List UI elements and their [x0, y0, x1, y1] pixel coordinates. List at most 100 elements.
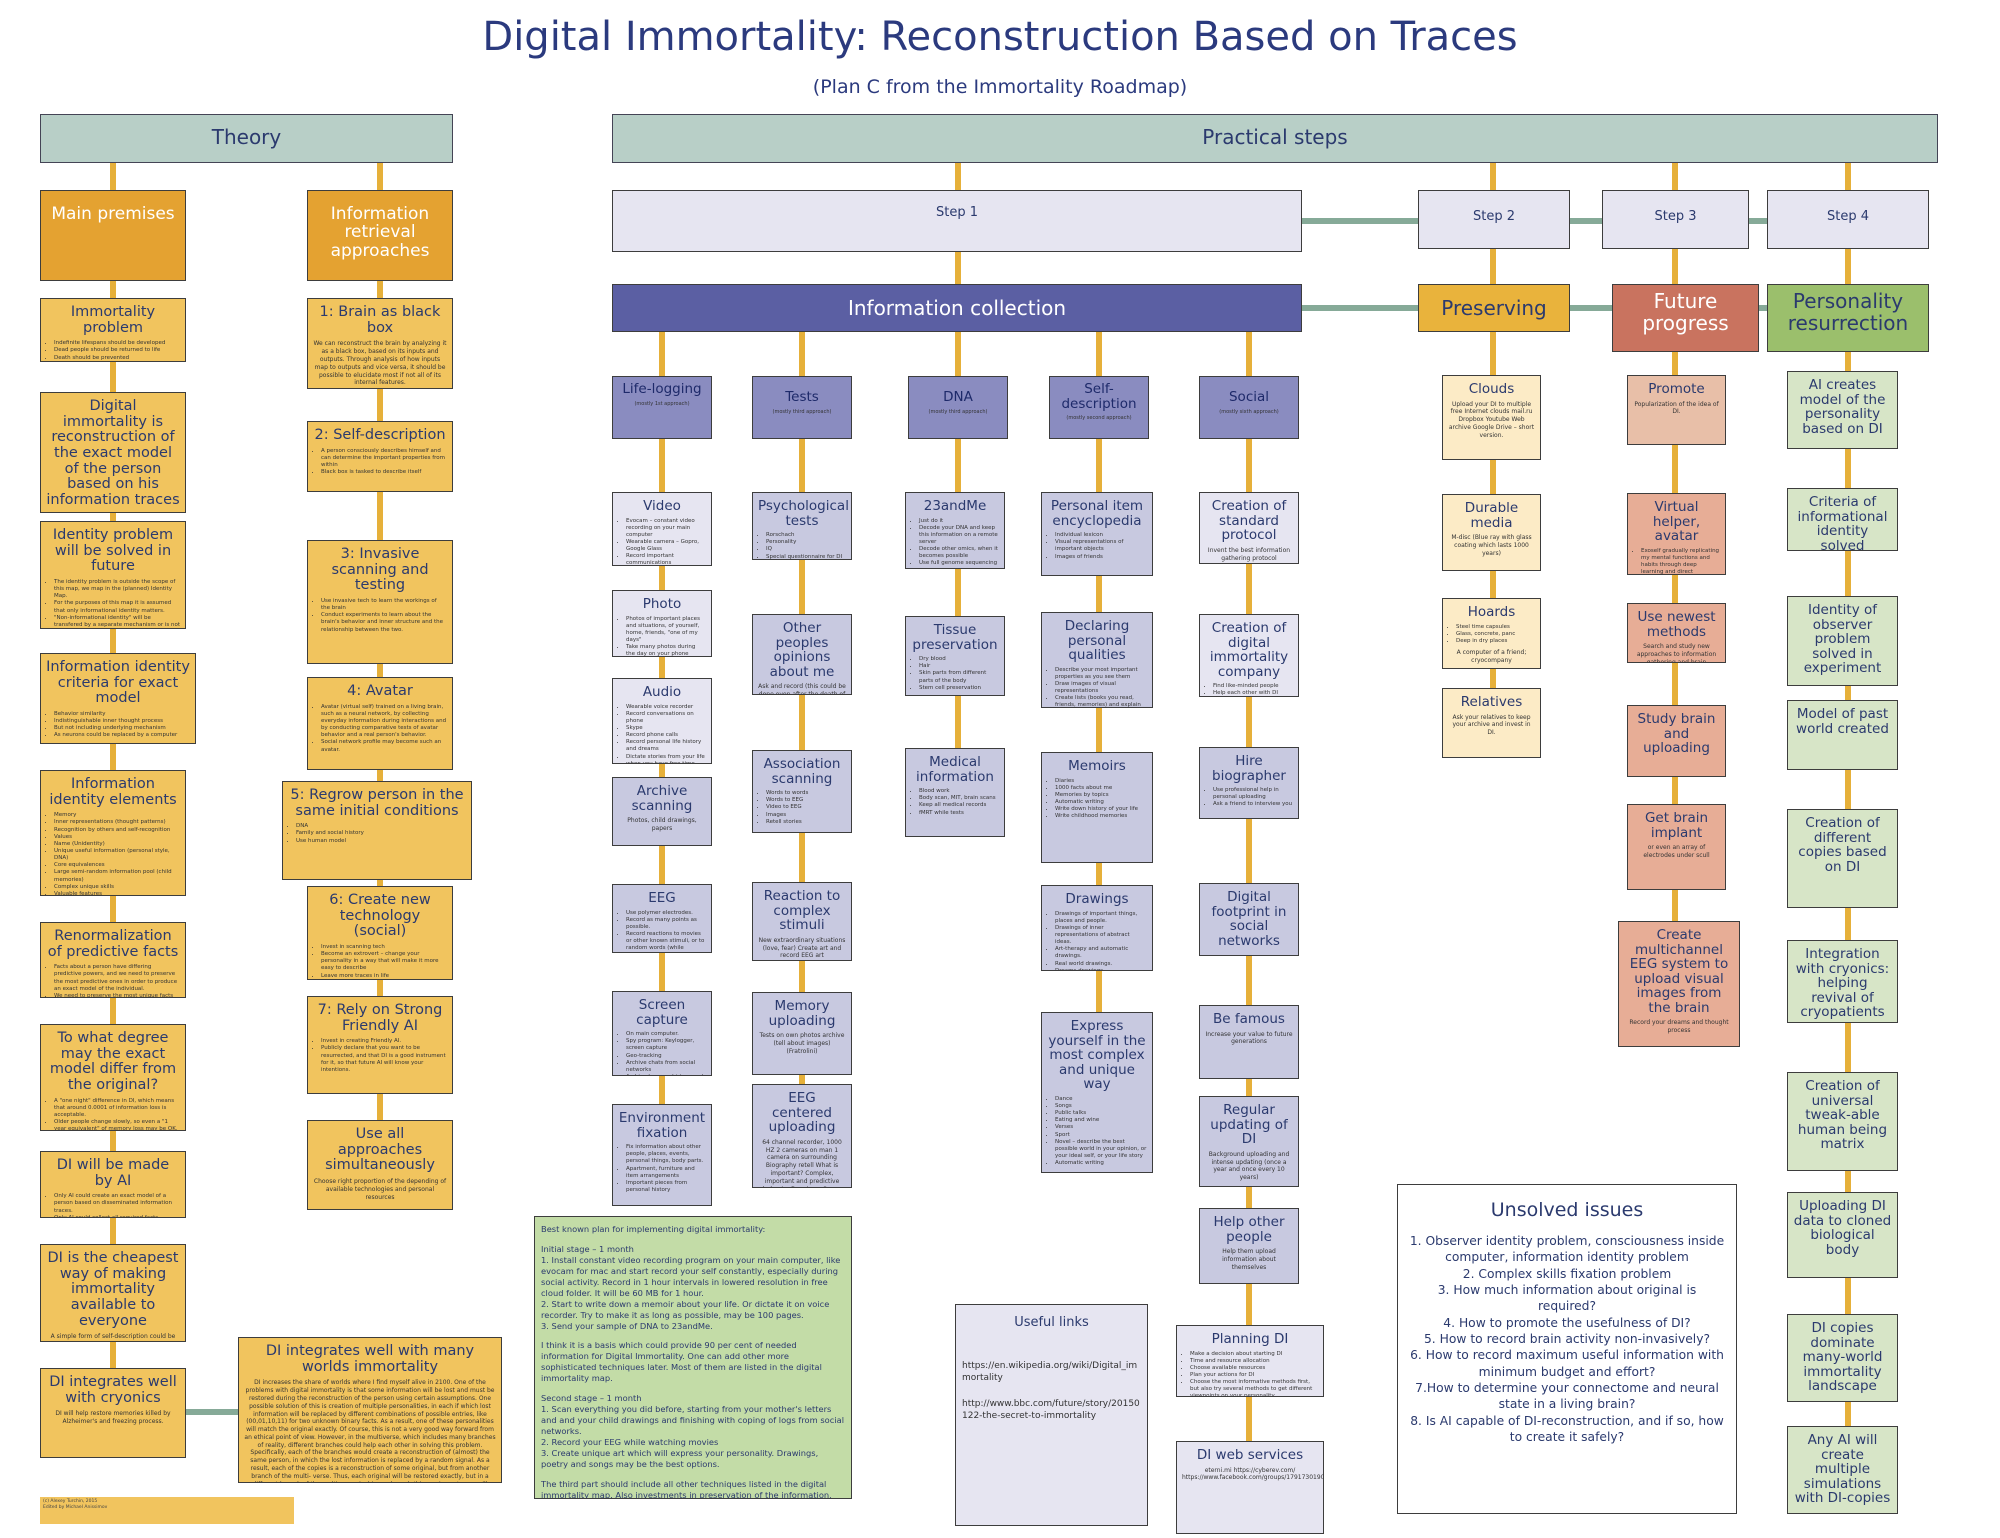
box-di-is-the-cheapest-way-of-making-immorta: DI is the cheapest way of making immorta… — [40, 1244, 186, 1342]
connector-line — [1490, 332, 1496, 375]
connector-line — [1672, 352, 1678, 375]
box-title: Study brain and uploading — [1637, 711, 1716, 757]
box-model-of-past-world-created: Model of past world created — [1787, 700, 1898, 770]
bullet-item: Keep all medical records — [919, 802, 999, 809]
box-title: Video — [643, 498, 681, 514]
box-description: Background uploading and intense updatin… — [1208, 1150, 1290, 1182]
bullet-item: Choose available resources — [1190, 1365, 1318, 1372]
bullet-item: Public talks — [1055, 1110, 1147, 1117]
page-title: Digital Immortality: Reconstruction Base… — [482, 14, 1518, 60]
bullet-item: Just do it — [919, 518, 999, 525]
unsolved-issue-item: 3. How much information about original i… — [1437, 1283, 1697, 1314]
bullet-item: IQ — [766, 546, 846, 553]
bullet-item: Help each other with DI — [1213, 690, 1293, 696]
bullet-item: Only AI could collect all required facts… — [54, 1215, 180, 1217]
box-title: 5: Regrow person in the same initial con… — [290, 787, 464, 819]
bullet-list: DNAFamily and social historyUse human mo… — [288, 823, 466, 844]
bullet-item: "Non-informational identity" will be tra… — [54, 615, 180, 628]
box-title: EEG — [648, 890, 676, 906]
category-title: Self-description — [1061, 381, 1137, 412]
box-description: Popularization of the idea of DI. — [1634, 400, 1719, 416]
unsolved-issue-item: 4. How to promote the usefulness of DI? — [1443, 1315, 1691, 1330]
category-life-logging: Life-logging(mostly 1st approach) — [612, 376, 712, 439]
box-description: Record your dreams and thought process — [1629, 1019, 1729, 1035]
box-2-self-description: 2: Self-descriptionA person consciously … — [307, 421, 453, 492]
box-description: New extraordinary situations (love, fear… — [758, 936, 846, 960]
box-description: or even an array of electrodes under scu… — [1643, 844, 1710, 859]
bullet-item: Large semi-random information pool (chil… — [54, 869, 180, 883]
connector-line — [377, 664, 383, 677]
bullet-item: Body scan, MIT, brain scans — [919, 795, 999, 802]
connector-line — [659, 846, 665, 884]
bullet-item: Eating and wine — [1055, 1117, 1147, 1124]
connector-line — [1246, 439, 1252, 492]
bullet-item: Record phone calls — [626, 732, 706, 739]
bullet-item: fMRT while tests — [919, 810, 999, 817]
connector-line — [377, 389, 383, 421]
bullet-item: Only AI could create an exact model of a… — [54, 1193, 180, 1214]
box-description: Choose right proportion of the depending… — [313, 1177, 447, 1201]
box-title: Identity problem will be solved in futur… — [52, 527, 174, 575]
connector-line — [1246, 1284, 1252, 1325]
step-2-box: Step 2 — [1418, 190, 1570, 249]
connector-line — [1490, 460, 1496, 494]
bullet-list: Wearable voice recorderRecord conversati… — [618, 704, 706, 763]
box-title: Relatives — [1460, 694, 1523, 710]
box-integration-with-cryonics-helping-reviva: Integration with cryonics: helping reviv… — [1787, 940, 1898, 1023]
bullet-list: Use professional help in personal upload… — [1205, 787, 1293, 808]
bullet-item: Invest in creating Friendly AI. — [321, 1038, 447, 1045]
bullet-item: Deep in dry places — [1456, 638, 1535, 645]
connector-line — [799, 695, 805, 750]
bullet-item: Drawings of inner representations of abs… — [1055, 925, 1147, 946]
bullet-item: But not including underlying mechanism — [54, 725, 190, 732]
connector-line — [659, 332, 665, 376]
connector-line — [1845, 1402, 1851, 1426]
box-title: DI copies dominate many-world immortalit… — [1802, 1320, 1883, 1395]
connector-line — [1845, 1278, 1851, 1314]
bullet-list: A person consciously describes himself a… — [313, 448, 447, 477]
connector-line — [1570, 218, 1602, 224]
box-title: 6: Create new technology (social) — [329, 892, 431, 940]
bullet-list: A "one night" difference in DI, which me… — [46, 1098, 180, 1130]
box-title: AI creates model of the personality base… — [1799, 377, 1886, 437]
bullet-item: Personality — [766, 539, 846, 546]
bullet-item: Real world drawings. — [1055, 961, 1147, 968]
connector-line — [1490, 571, 1496, 598]
connector-line — [1845, 163, 1851, 190]
step-label: Step 3 — [1654, 209, 1697, 224]
box-di-will-be-made-by-ai: DI will be made by AIOnly AI could creat… — [40, 1151, 186, 1218]
bullet-list: Indefinite lifespans should be developed… — [46, 340, 180, 361]
category-title: Social — [1228, 389, 1270, 405]
unsolved-issue-item: 1. Observer identity problem, consciousn… — [1409, 1234, 1725, 1265]
connector-line — [659, 657, 665, 678]
bullet-item: Exoself gradually replicating my mental … — [1641, 548, 1720, 574]
box-drawings: DrawingsDrawings of important things, pl… — [1041, 885, 1153, 971]
bullet-item: For the purposes of this map it is assum… — [54, 600, 180, 614]
box-title: Medical information — [916, 754, 994, 785]
box-information-identity-criteria-for-exact-: Information identity criteria for exact … — [40, 653, 196, 744]
box-create-multichannel-eeg-system-to-upload: Create multichannel EEG system to upload… — [1618, 921, 1740, 1047]
box-title: Information identity elements — [49, 776, 177, 808]
useful-link-wikipedia[interactable]: https://en.wikipedia.org/wiki/Digital_im… — [962, 1361, 1138, 1384]
best-plan-stage3: The third part should include all other … — [541, 1478, 832, 1499]
box-title: Photo — [642, 596, 682, 612]
bullet-item: Write down history of your life — [1055, 806, 1147, 813]
box-creation-of-universal-tweak-able-human-b: Creation of universal tweak-able human b… — [1787, 1072, 1898, 1171]
bullet-item: Words to EEG — [766, 797, 846, 804]
bullet-item: Dead people should be returned to life — [54, 347, 180, 354]
useful-link-bbc[interactable]: http://www.bbc.com/future/story/20150122… — [962, 1399, 1140, 1422]
unsolved-issues-title: Unsolved issues — [1490, 1199, 1644, 1221]
box-title: 23andMe — [923, 498, 987, 514]
box-description: Ask your relatives to keep your archive … — [1452, 713, 1531, 737]
connector-line — [1672, 890, 1678, 921]
connector-line — [1246, 1187, 1252, 1208]
box-title: Planning DI — [1211, 1331, 1289, 1347]
